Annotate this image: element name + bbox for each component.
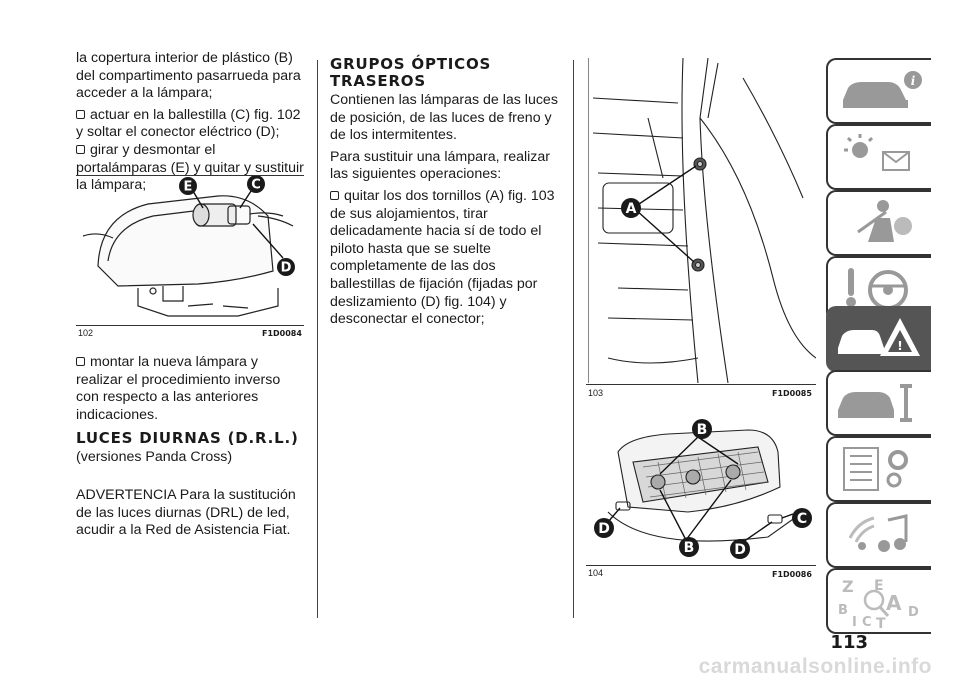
svg-text:C: C xyxy=(862,615,872,630)
callout-a xyxy=(621,198,641,218)
tab-safety[interactable] xyxy=(826,190,931,256)
svg-text:D: D xyxy=(598,521,610,537)
tab-car-info[interactable]: i xyxy=(826,58,931,124)
svg-text:D: D xyxy=(734,542,746,558)
page-number: 113 xyxy=(830,632,868,653)
callout-b xyxy=(679,537,699,557)
bullet-item: girar y desmontar el portalámparas (E) y… xyxy=(76,141,304,194)
svg-text:I: I xyxy=(852,615,857,630)
svg-text:i: i xyxy=(911,74,916,88)
callout-c xyxy=(247,176,265,193)
callout-d xyxy=(277,258,295,276)
column-divider xyxy=(573,60,574,618)
tab-multimedia[interactable] xyxy=(826,502,931,568)
bullet-item: quitar los dos tornillos (A) fig. 103 de… xyxy=(330,187,555,328)
svg-text:Z: Z xyxy=(842,577,854,596)
callout-b xyxy=(692,419,712,439)
figure-number: 103 xyxy=(588,388,604,398)
watermark: carmanualsonline.info xyxy=(698,655,932,678)
column-left-lower: montar la nueva lámpara y realizar el pr… xyxy=(76,354,306,544)
callout-c xyxy=(792,508,812,528)
car-maintenance-icon xyxy=(838,384,912,422)
svg-text:A: A xyxy=(886,591,902,615)
svg-text:E: E xyxy=(874,578,884,594)
svg-text:B: B xyxy=(838,603,848,618)
safety-airbag-icon xyxy=(857,200,912,242)
bullet-box-icon xyxy=(330,191,339,201)
svg-text:C: C xyxy=(797,511,807,527)
bullet-box-icon xyxy=(76,357,85,367)
svg-text:A: A xyxy=(626,201,637,217)
figure-code: F1D0084 xyxy=(262,329,302,338)
dashboard-lights-icon xyxy=(844,134,910,171)
bullet-item: actuar en la ballestilla (C) fig. 102 y … xyxy=(76,106,301,141)
emergency-warning-icon: ! xyxy=(838,318,920,356)
bullet-box-icon xyxy=(76,145,85,155)
figure-rule xyxy=(76,325,304,326)
car-info-icon: i xyxy=(843,71,922,108)
figure-code: F1D0086 xyxy=(772,570,812,579)
figure-102-illustration: E C D xyxy=(82,176,295,317)
svg-text:B: B xyxy=(684,540,695,556)
figure-104-illustration: B D C B D xyxy=(594,419,812,559)
column-divider xyxy=(317,60,318,618)
svg-text:!: ! xyxy=(897,339,902,353)
multimedia-icon xyxy=(848,514,908,552)
column-left: la copertura interior de plástico (B) de… xyxy=(76,50,306,195)
figure-103-illustration: A xyxy=(588,58,816,383)
intro-text: la copertura interior de plástico (B) de… xyxy=(76,50,301,102)
figure-number: 104 xyxy=(588,568,604,578)
svg-text:C: C xyxy=(251,178,261,193)
bullet-item: montar la nueva lámpara y realizar el pr… xyxy=(76,354,281,423)
warning-text: ADVERTENCIA Para la sustitución de las l… xyxy=(76,486,296,539)
section-heading-drl: LUCES DIURNAS (D.R.L.) xyxy=(76,429,299,448)
tab-dashboard[interactable] xyxy=(826,124,931,190)
figure-rule xyxy=(586,565,816,566)
callout-d xyxy=(730,539,750,559)
figure-code: F1D0085 xyxy=(772,389,812,398)
svg-text:D: D xyxy=(908,605,919,620)
svg-text:T: T xyxy=(876,616,886,630)
callout-e xyxy=(179,177,197,195)
figure-rule xyxy=(586,384,816,385)
subtitle: (versiones Panda Cross) xyxy=(76,449,233,466)
tab-emergency[interactable]: ! xyxy=(826,306,931,372)
svg-text:E: E xyxy=(184,180,193,195)
paragraph: Contienen las lámparas de las luces de p… xyxy=(330,92,558,144)
figure-number: 102 xyxy=(78,328,94,338)
technical-data-icon xyxy=(843,447,908,491)
tab-technical-data[interactable] xyxy=(826,436,931,502)
callout-d xyxy=(594,518,614,538)
svg-text:B: B xyxy=(697,422,708,438)
svg-text:D: D xyxy=(281,261,292,276)
figure-rule xyxy=(76,175,304,176)
tab-maintenance[interactable] xyxy=(826,370,931,436)
paragraph: Para sustituir una lámpara, realizar las… xyxy=(330,148,551,183)
bullet-box-icon xyxy=(76,110,85,120)
